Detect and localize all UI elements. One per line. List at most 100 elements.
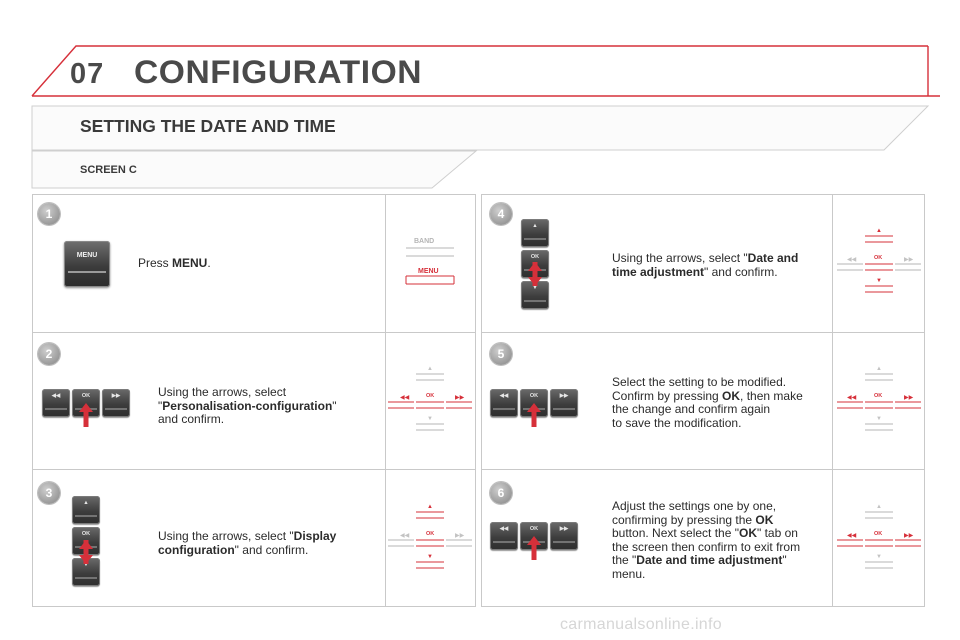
- step-text-run: ": [158, 398, 163, 413]
- svg-text:◀◀: ◀◀: [847, 533, 857, 539]
- step-keyword: time adjustment: [612, 264, 705, 279]
- step-text-run: ": [332, 398, 337, 413]
- svg-text:▼: ▼: [427, 554, 433, 560]
- svg-text:▼: ▼: [876, 416, 882, 422]
- svg-text:▼: ▼: [427, 416, 433, 422]
- svg-text:◀◀: ◀◀: [847, 395, 857, 401]
- step-number-badge: 5: [490, 343, 512, 365]
- svg-text:▶▶: ▶▶: [904, 257, 914, 263]
- ok-arrows-schematic-icon: ▲ ◀◀ ▶▶ ▼: [388, 366, 472, 431]
- down-key-icon: ▼: [72, 558, 100, 586]
- step-text-run: " and confirm.: [234, 542, 309, 557]
- svg-text:▲: ▲: [427, 504, 433, 510]
- step-instruction: Adjust the settings one by one,confirmin…: [612, 499, 837, 581]
- step-keyword: MENU: [172, 256, 208, 270]
- ok-label: OK: [874, 393, 883, 399]
- step-text-run: confirming by pressing the: [612, 512, 756, 527]
- chapter-title: CONFIGURATION: [134, 54, 423, 90]
- step-keyword: Date and time adjustment: [636, 553, 783, 567]
- svg-text:▲: ▲: [876, 366, 882, 372]
- menu-label: MENU: [418, 268, 439, 275]
- ok-up-down-schematic-icon: ▲ ◀◀ ▶▶ ▼: [837, 228, 921, 293]
- svg-text:◀◀: ◀◀: [400, 395, 410, 401]
- step-number-badge: 4: [490, 203, 512, 225]
- ok-label: OK: [874, 531, 883, 537]
- step-keyword: OK: [755, 512, 774, 527]
- svg-text:▲: ▲: [876, 228, 882, 234]
- svg-text:▶▶: ▶▶: [455, 395, 465, 401]
- step-text-run: Using the arrows, select: [158, 385, 287, 399]
- step-keyword: OK: [739, 526, 757, 540]
- step-number-badge: 1: [38, 203, 60, 225]
- svg-text:▶▶: ▶▶: [904, 533, 914, 539]
- ok-label: OK: [874, 255, 883, 261]
- rewind-key-icon: ◀◀: [42, 389, 70, 417]
- step-keyword: Display: [293, 529, 337, 543]
- step-text-run: Adjust the settings one by one,: [612, 499, 777, 513]
- ok-arrows-schematic-icon: ▲ ◀◀ ▶▶ ▼: [837, 504, 921, 569]
- chapter-header-frame: [31, 45, 940, 97]
- step-text-run: Confirm by pressing: [612, 388, 723, 403]
- step-text-run: Select the setting to be modified.: [612, 375, 787, 389]
- section-header-frame: [31, 105, 930, 151]
- rewind-key-icon: ◀◀: [490, 522, 518, 550]
- row-divider: [33, 469, 475, 470]
- svg-text:▼: ▼: [876, 278, 882, 284]
- step-instruction: Using the arrows, select "Date and time a…: [612, 251, 822, 279]
- step-text-run: to save the modification.: [612, 415, 742, 430]
- step-text-run: " tab on: [757, 526, 798, 540]
- chapter-number: 07: [70, 58, 105, 90]
- svg-text:◀◀: ◀◀: [847, 257, 857, 263]
- rewind-key-icon: ◀◀: [490, 389, 518, 417]
- forward-key-icon: ▶▶: [550, 389, 578, 417]
- step-text-run: and confirm.: [158, 412, 225, 426]
- down-key-icon: ▼: [521, 281, 549, 309]
- step-number-badge: 2: [38, 343, 60, 365]
- step-text-run: Press: [138, 256, 173, 270]
- svg-text:▲: ▲: [876, 504, 882, 510]
- step-text-run: Using the arrows, select ": [612, 251, 748, 265]
- up-key-icon: ▲: [521, 219, 549, 247]
- step-instruction: Select the setting to be modified.Confir…: [612, 375, 837, 430]
- press-arrow-icon: [528, 262, 542, 286]
- step-text-run: menu.: [612, 566, 646, 581]
- press-arrow-icon: [79, 540, 93, 564]
- press-arrow-icon: [527, 403, 541, 427]
- row-divider: [33, 332, 475, 333]
- row-divider: [482, 469, 924, 470]
- step-keyword: Date and: [747, 251, 799, 265]
- step-instruction: Using the arrows, select"Personalisation…: [158, 385, 378, 427]
- forward-key-icon: ▶▶: [550, 522, 578, 550]
- press-arrow-icon: [527, 536, 541, 560]
- column-divider: [832, 195, 833, 606]
- step-instruction: Press MENU.: [138, 256, 358, 271]
- svg-text:▶▶: ▶▶: [455, 533, 465, 539]
- section-title: SETTING THE DATE AND TIME: [80, 116, 336, 136]
- band-label: BAND: [414, 238, 435, 245]
- step-text-run: button. Next select the ": [612, 526, 739, 540]
- step-text-run: .: [207, 256, 211, 270]
- step-text-run: " and confirm.: [704, 264, 778, 279]
- svg-text:▲: ▲: [427, 366, 433, 372]
- ok-arrows-schematic-icon: ▲ ◀◀ ▶▶ ▼: [837, 366, 921, 431]
- ok-up-down-schematic-icon: ▲ ◀◀ ▶▶ ▼: [388, 504, 472, 569]
- step-keyword: Personalisation-configuration: [162, 398, 333, 413]
- svg-text:▶▶: ▶▶: [904, 395, 914, 401]
- svg-text:◀◀: ◀◀: [400, 533, 410, 539]
- step-number-badge: 6: [490, 482, 512, 504]
- svg-text:▼: ▼: [876, 554, 882, 560]
- step-text-run: the ": [612, 553, 637, 567]
- up-key-icon: ▲: [72, 496, 100, 524]
- step-text-run: ": [782, 553, 787, 567]
- ok-label: OK: [426, 531, 435, 537]
- step-text-run: the screen then confirm to exit from: [612, 539, 801, 554]
- subsection-frame: [31, 150, 478, 189]
- step-number-badge: 3: [38, 482, 60, 504]
- step-text-run: the change and confirm again: [612, 402, 771, 416]
- watermark: carmanualsonline.info: [560, 616, 722, 633]
- menu-button-icon: MENU: [64, 241, 110, 287]
- step-text-run: , then make: [740, 388, 803, 403]
- forward-key-icon: ▶▶: [102, 389, 130, 417]
- subsection-title: SCREEN C: [80, 164, 137, 176]
